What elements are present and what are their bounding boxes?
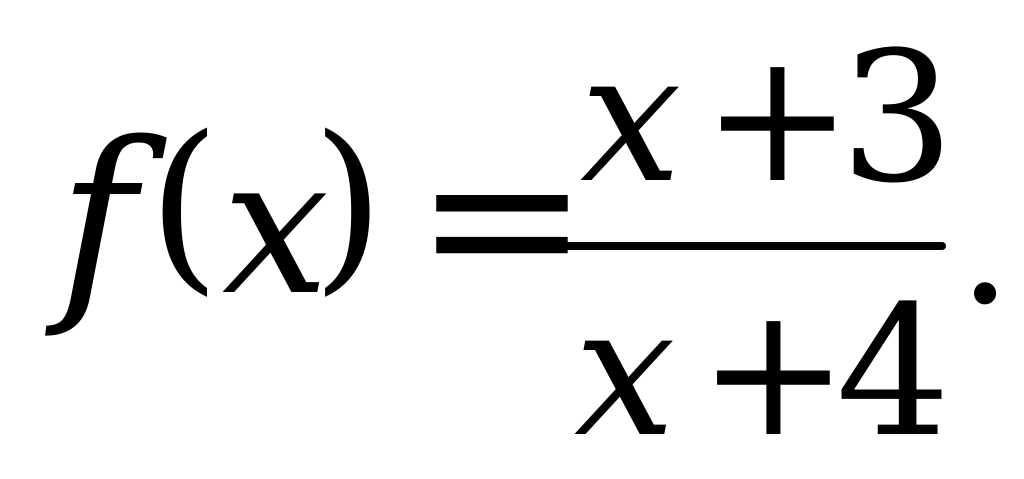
close-parenthesis: )	[312, 96, 384, 312]
numerator-variable: x	[580, 14, 682, 223]
denominator-plus-sign: +	[698, 268, 849, 477]
open-parenthesis: (	[148, 96, 220, 312]
denominator-variable: x	[574, 268, 676, 477]
math-expression: f ( x ) = x + 3 x + 4 .	[45, 14, 1012, 477]
ending-period: .	[958, 145, 1012, 343]
numerator-constant: 3	[840, 14, 955, 223]
numerator-plus-sign: +	[702, 14, 853, 223]
equals-sign: =	[414, 95, 590, 340]
denominator-constant: 4	[836, 268, 951, 477]
argument-variable: x	[222, 116, 329, 337]
